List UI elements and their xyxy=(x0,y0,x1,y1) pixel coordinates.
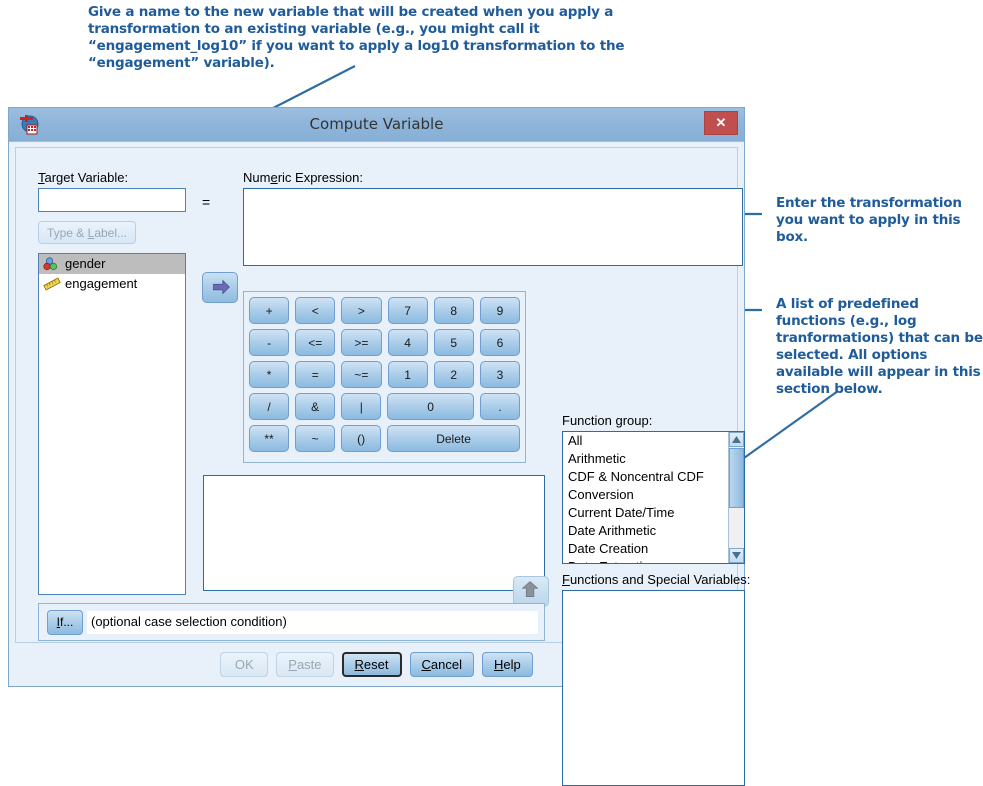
variable-name: gender xyxy=(65,256,106,271)
functions-special-variables-list[interactable] xyxy=(562,590,745,786)
target-variable-label: Target Variable: xyxy=(38,170,129,185)
scrollbar-thumb[interactable] xyxy=(729,448,744,508)
keypad-key-[interactable]: () xyxy=(341,425,382,452)
triangle-up-glyph xyxy=(732,436,741,443)
type-and-label-button[interactable]: Type & Label... xyxy=(38,221,136,244)
expression-preview-panel xyxy=(203,475,545,591)
keypad-key-[interactable]: >= xyxy=(341,329,382,356)
keypad-key-[interactable]: ** xyxy=(249,425,290,452)
triangle-down-glyph xyxy=(732,552,741,559)
function-group-item[interactable]: Date Extraction xyxy=(563,558,744,563)
annotation-target-variable: Give a name to the new variable that wil… xyxy=(88,4,625,71)
list-item[interactable]: gender xyxy=(39,254,185,274)
keypad-key-[interactable]: <= xyxy=(295,329,336,356)
functions-special-variables-label: Functions and Special Variables: xyxy=(562,572,751,587)
keypad-key-0[interactable]: 0 xyxy=(387,393,474,420)
keypad-key-[interactable]: & xyxy=(295,393,336,420)
annotation-numeric-expression: Enter the transformation you want to app… xyxy=(776,195,962,245)
keypad-key-[interactable]: + xyxy=(249,297,290,324)
dialog-title: Compute Variable xyxy=(309,115,444,133)
keypad-key-[interactable]: - xyxy=(249,329,290,356)
close-icon[interactable]: ✕ xyxy=(704,111,738,135)
case-selection-bar: If... (optional case selection condition… xyxy=(38,603,545,641)
keypad-key-8[interactable]: 8 xyxy=(433,297,474,324)
scroll-down-icon[interactable] xyxy=(729,548,744,563)
keypad-key-2[interactable]: 2 xyxy=(433,361,474,388)
function-group-item[interactable]: All xyxy=(568,433,583,448)
keypad-key-[interactable]: * xyxy=(249,361,290,388)
function-group-item[interactable]: Date Arithmetic xyxy=(568,523,657,538)
paste-button: Paste xyxy=(276,652,334,677)
function-group-label: Function group: xyxy=(562,413,653,428)
ok-button: OK xyxy=(220,652,269,677)
nominal-variable-icon xyxy=(43,257,58,271)
keypad-key-3[interactable]: 3 xyxy=(479,361,521,388)
function-group-item[interactable]: Arithmetic xyxy=(568,451,626,466)
function-group-item[interactable]: Date Creation xyxy=(568,541,649,556)
arrow-up-glyph xyxy=(521,581,539,598)
dialog-titlebar: Compute Variable ✕ xyxy=(9,108,744,142)
compute-variable-dialog: Compute Variable ✕ Target Variable: = Ty… xyxy=(8,107,750,786)
list-item[interactable]: engagement xyxy=(39,274,185,294)
arrow-right-glyph xyxy=(213,279,230,295)
keypad-key-5[interactable]: 5 xyxy=(433,329,474,356)
keypad-key-1[interactable]: 1 xyxy=(387,361,428,388)
function-group-item[interactable]: Conversion xyxy=(568,487,634,502)
keypad-key-7[interactable]: 7 xyxy=(387,297,428,324)
variable-list[interactable]: gender engagement xyxy=(38,253,186,595)
keypad-key-[interactable]: | xyxy=(341,393,382,420)
dialog-body: Target Variable: = Type & Label... gende… xyxy=(15,147,750,786)
keypad-key-[interactable]: / xyxy=(249,393,290,420)
footer-button-row: OK Paste Reset Cancel Help xyxy=(15,652,738,677)
keypad-row: **~()Delete xyxy=(249,425,520,452)
function-group-item[interactable]: CDF & Noncentral CDF xyxy=(568,469,704,484)
spss-compute-icon xyxy=(20,115,39,135)
keypad-key-9[interactable]: 9 xyxy=(479,297,521,324)
cancel-button[interactable]: Cancel xyxy=(409,652,474,677)
scale-variable-icon xyxy=(43,277,61,291)
case-selection-condition-text: (optional case selection condition) xyxy=(87,611,538,634)
annotation-function-group: A list of predefined functions (e.g., lo… xyxy=(776,296,983,397)
variable-name: engagement xyxy=(65,276,138,291)
keypad-row: /&|0. xyxy=(249,393,521,420)
function-group-scrollbar[interactable] xyxy=(728,432,744,563)
function-group-item[interactable]: Current Date/Time xyxy=(568,505,675,520)
arrow-right-icon[interactable] xyxy=(202,272,238,303)
scroll-up-icon[interactable] xyxy=(729,432,744,447)
keypad-key-[interactable]: ~ xyxy=(295,425,336,452)
numeric-expression-box[interactable] xyxy=(243,188,743,266)
if-button[interactable]: If... xyxy=(47,610,83,635)
reset-button[interactable]: Reset xyxy=(341,652,402,677)
keypad-key-Delete[interactable]: Delete xyxy=(387,425,520,452)
keypad-key-[interactable]: ~= xyxy=(341,361,382,388)
help-button[interactable]: Help xyxy=(481,652,533,677)
keypad-key-[interactable]: = xyxy=(295,361,336,388)
target-variable-input[interactable] xyxy=(38,188,186,212)
keypad-key-[interactable]: . xyxy=(479,393,521,420)
equals-sign: = xyxy=(202,194,211,210)
keypad-key-4[interactable]: 4 xyxy=(387,329,428,356)
numeric-expression-label: Numeric Expression: xyxy=(243,170,363,185)
keypad-key-[interactable]: > xyxy=(341,297,382,324)
dialog-footer: OK Paste Reset Cancel Help xyxy=(15,648,738,686)
keypad-key-[interactable]: < xyxy=(295,297,336,324)
keypad-key-6[interactable]: 6 xyxy=(479,329,521,356)
